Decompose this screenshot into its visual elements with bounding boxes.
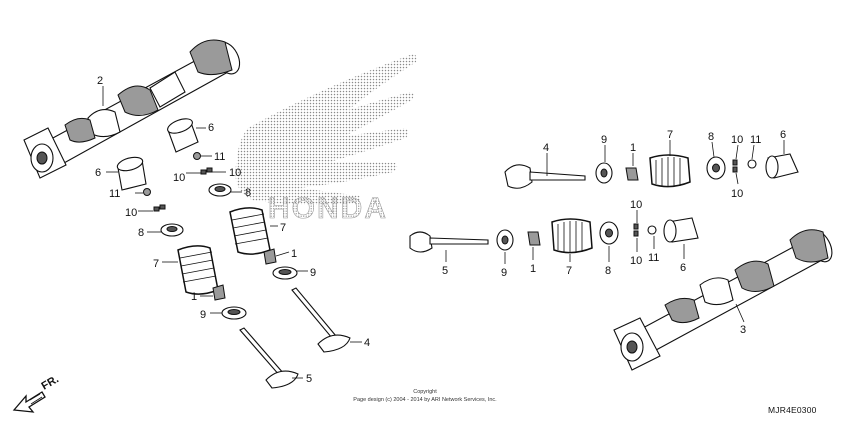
valve-spring-left[interactable] [177,245,219,295]
callout-1-seal-upper-left: 1 [291,248,297,260]
callout-11-shim-upper-left: 11 [214,151,225,163]
leader-lines [102,86,785,379]
callout-11-shim-right-upper: 11 [750,134,761,146]
cotter-pair-right-lower[interactable] [633,223,639,237]
callout-10-cotter-right-upper-b: 10 [731,188,743,200]
callout-10-cotter-upper-left-a: 10 [173,172,185,184]
front-direction-label: FR. [40,373,61,392]
shim-left[interactable] [143,188,151,196]
callout-6-lifter-upper-left: 6 [208,122,214,134]
spring-retainer-left[interactable] [160,223,184,237]
valve-spring-upper-left[interactable] [229,207,271,255]
callout-9-seat-upper-left: 9 [310,267,316,279]
front-direction-indicator: FR. [12,373,61,413]
callout-10-cotter-right-lower-a: 10 [630,199,642,211]
diagram-code: MJR4E0300 [768,405,817,415]
spring-retainer-right-lower[interactable] [599,221,619,245]
stem-seal-right-lower[interactable] [527,231,541,246]
callout-5-valve-right: 5 [442,265,448,277]
callout-1-seal-right-upper: 1 [630,142,636,154]
callout-10-cotter-left: 10 [125,207,137,219]
valve-lifter-right-upper[interactable] [765,153,799,179]
spring-retainer-upper-left[interactable] [208,183,232,197]
shim-right-lower[interactable] [647,225,657,235]
valve-spring-right-lower[interactable] [551,218,593,254]
valve-lifter-right-lower[interactable] [663,217,699,243]
callout-11-shim-left: 11 [109,188,120,200]
valve-intake-right[interactable] [409,231,489,253]
callout-10-cotter-upper-left-b: 10 [229,167,241,179]
callout-7-spring-right-lower: 7 [566,265,572,277]
copyright-notice: Page design (c) 2004 - 2014 by ARI Netwo… [353,397,497,403]
front-arrow-icon [12,391,46,413]
callout-7-spring-upper-left: 7 [280,222,286,234]
copyright-label: Copyright [413,389,437,395]
callout-3-camshaft-exhaust: 3 [740,324,746,336]
callout-7-spring-right-upper: 7 [667,129,673,141]
cotter-pair-left[interactable] [153,204,166,212]
stem-seal-right-upper[interactable] [625,167,639,181]
callout-5-valve-left: 5 [306,373,312,385]
callout-8-retainer-right-upper: 8 [708,131,714,143]
callout-1-seal-left: 1 [191,291,197,303]
callout-11-shim-right-lower: 11 [648,252,659,264]
callout-6-lifter-right-lower: 6 [680,262,686,274]
camshaft-exhaust[interactable] [613,226,837,371]
callout-10-cotter-right-upper-a: 10 [731,134,743,146]
callout-8-retainer-right-lower: 8 [605,265,611,277]
valve-spring-right-upper[interactable] [649,154,691,188]
stem-seal-left[interactable] [212,284,226,301]
valve-exhaust-left[interactable] [291,287,351,353]
callout-10-cotter-right-lower-b: 10 [630,255,642,267]
callout-9-seat-left: 9 [200,309,206,321]
shim-right-upper[interactable] [747,159,757,169]
cotter-pair-right-upper[interactable] [732,159,738,173]
honda-wing-watermark: HONDA [235,54,417,226]
callout-2-camshaft-intake: 2 [97,75,103,87]
shim-upper-left[interactable] [193,152,201,160]
valve-intake-left[interactable] [239,327,299,389]
callout-9-seat-right-upper: 9 [601,134,607,146]
spring-retainer-right-upper[interactable] [706,156,726,180]
callout-6-lifter-right-upper: 6 [780,129,786,141]
callout-4-valve-left: 4 [364,337,370,349]
callout-labels: 2 6 6 11 11 10 10 10 8 8 7 7 1 1 9 9 4 5… [95,75,786,385]
valve-lifter-upper-left[interactable] [166,116,199,153]
valve-lifter-left[interactable] [116,155,147,191]
spring-seat-right-lower[interactable] [496,229,514,251]
valve-exhaust-right[interactable] [504,164,586,189]
spring-seat-left[interactable] [221,306,247,320]
callout-1-seal-right-lower: 1 [530,263,536,275]
camshaft-intake[interactable] [23,38,245,179]
callout-4-valve-right: 4 [543,142,549,154]
spring-seat-right-upper[interactable] [595,162,613,184]
callout-9-seat-right-lower: 9 [501,267,507,279]
spring-seat-upper-left[interactable] [272,266,298,280]
callout-8-retainer-upper-left: 8 [245,187,251,199]
honda-wordmark-text: HONDA [268,192,388,225]
cotter-pair-upper-left[interactable] [200,167,213,175]
stem-seal-upper-left[interactable] [263,248,277,265]
callout-7-spring-left: 7 [153,258,159,270]
callout-8-retainer-left: 8 [138,227,144,239]
honda-wordmark: HONDA [268,192,388,226]
callout-6-lifter-left: 6 [95,167,101,179]
